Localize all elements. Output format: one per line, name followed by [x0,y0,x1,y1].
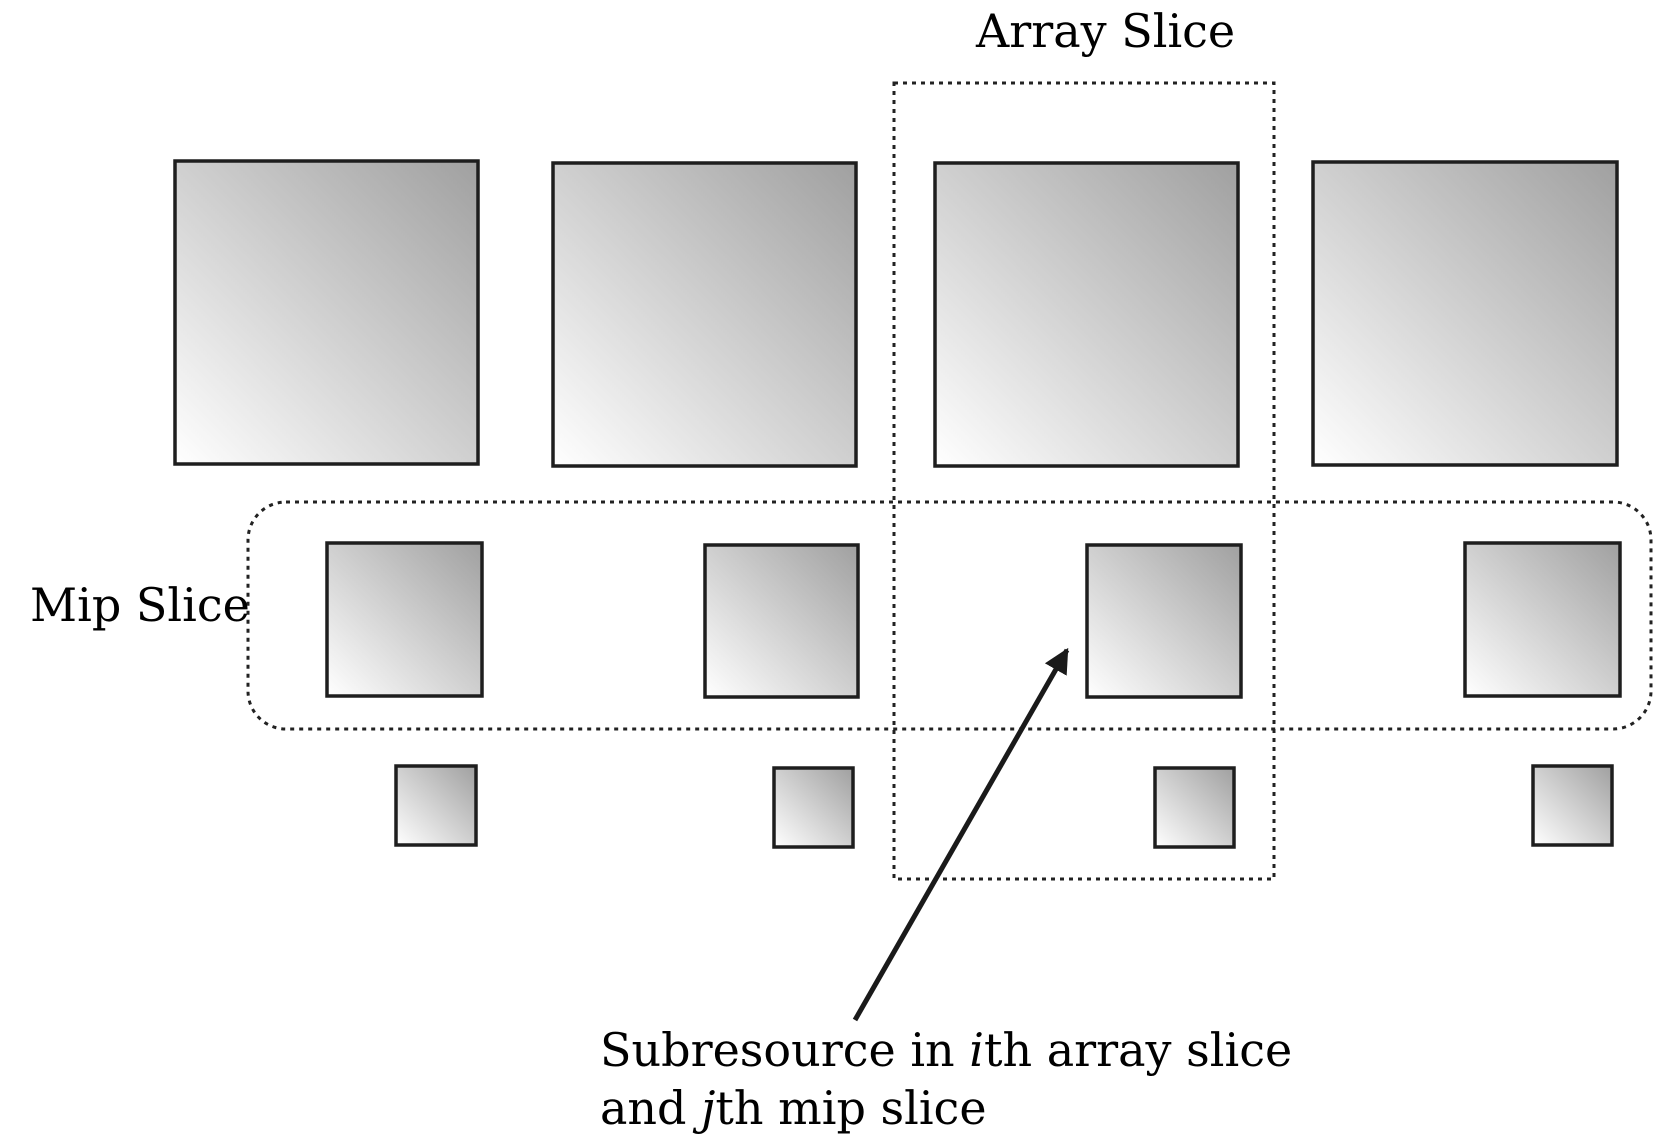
texture-array0-mip2 [394,764,478,847]
caption-line1-text: Subresource in [600,1023,969,1077]
texture-array3-mip2 [1531,764,1614,847]
texture-array2-mip2 [1153,766,1236,849]
texture-array3-mip0 [1311,160,1619,467]
texture-array1-mip2 [772,766,855,849]
caption-line2-text: and [600,1081,701,1135]
subresource-caption-line1: Subresource in ith array slice [600,1023,1292,1077]
texture-array1-mip0 [551,161,858,468]
texture-array2-mip0 [933,161,1240,468]
subresource-caption-line2: and jth mip slice [600,1081,987,1135]
texture-array0-mip0 [173,159,480,466]
caption-line2-suffix: th mip slice [715,1081,986,1135]
array-slice-outline [892,81,1276,881]
array-slice-label: Array Slice [975,4,1235,58]
texture-array0-mip1 [325,541,484,698]
mip-slice-label: Mip Slice [30,578,250,632]
mip-slice-outline [246,500,1653,731]
caption-var-i: i [969,1023,984,1077]
texture-array1-mip1 [703,543,860,699]
texture-array3-mip1 [1463,541,1622,698]
texture-array2-mip1 [1085,543,1243,699]
subresource-arrow [852,647,1070,1022]
caption-line1-suffix: th array slice [984,1023,1292,1077]
